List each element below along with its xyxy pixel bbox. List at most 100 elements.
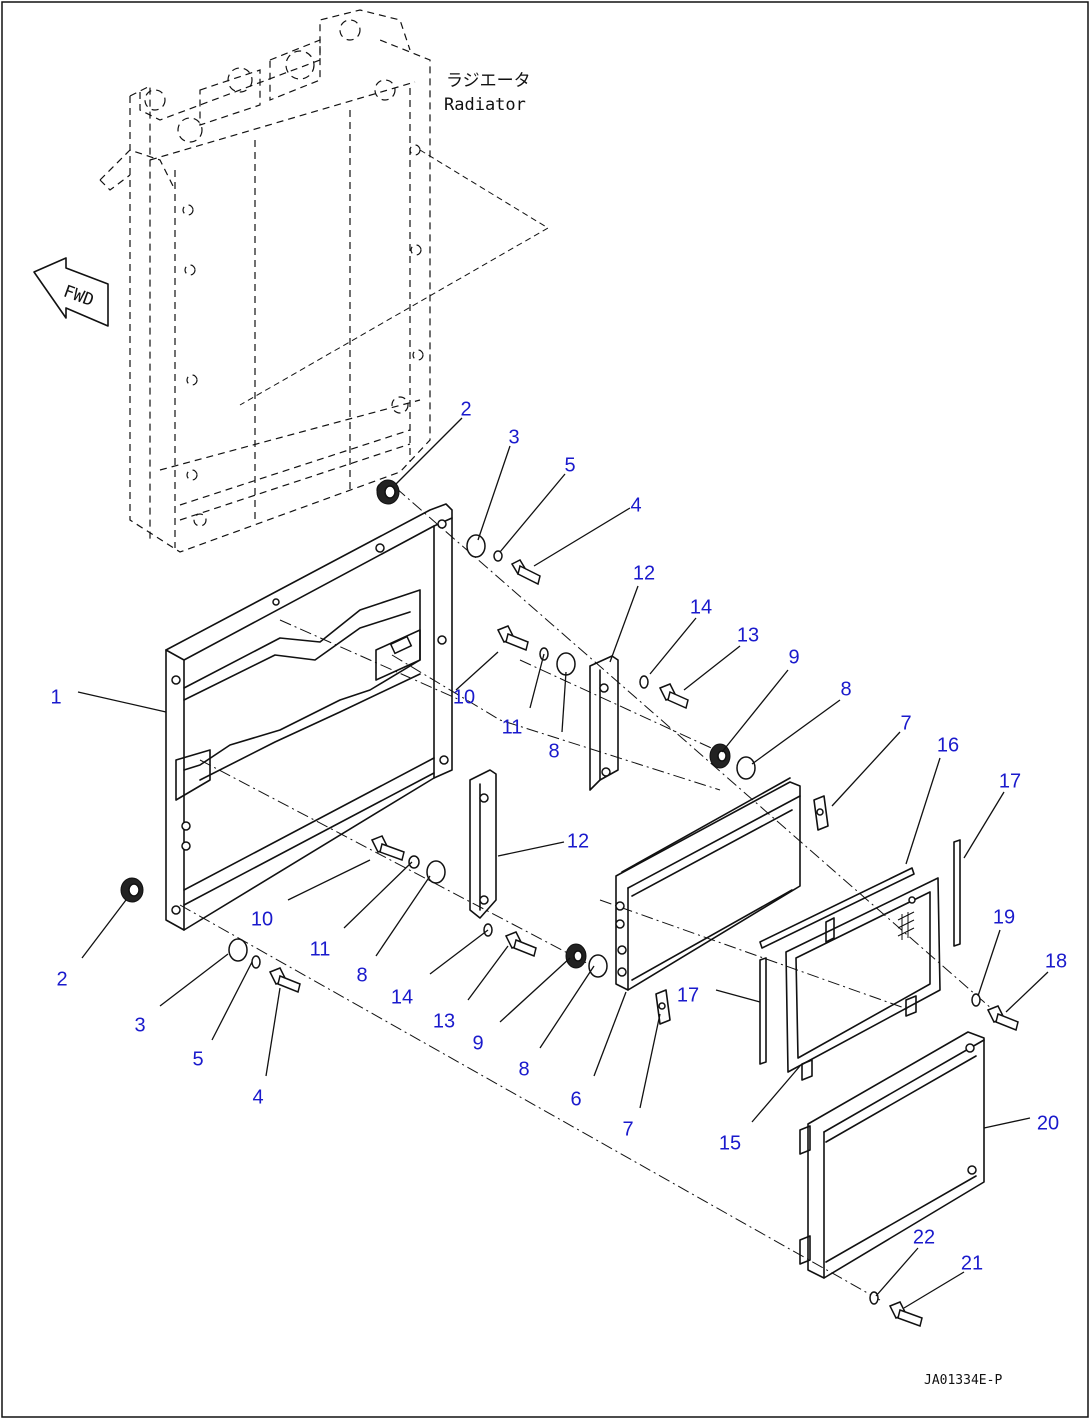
- bolt-top: [510, 559, 541, 586]
- callout-leader-21: [903, 1271, 965, 1309]
- callout-number-2: 2: [56, 968, 67, 990]
- callout-number-12: 12: [633, 562, 655, 584]
- lock-washer-bottom-left: [251, 955, 261, 969]
- callout-leader-5: [499, 473, 566, 553]
- callout-number-6: 6: [570, 1088, 581, 1110]
- callout-number-19: 19: [993, 906, 1015, 928]
- callout-leader-7: [639, 1013, 661, 1109]
- washer-top: [466, 534, 486, 558]
- lock-washer-top: [493, 550, 503, 562]
- callout-number-11: 11: [502, 716, 523, 738]
- callout-number-1: 1: [50, 686, 61, 708]
- callout-leader-10: [455, 651, 499, 691]
- cooler-core: [799, 1031, 985, 1279]
- lock-washer-mid-lower: [408, 855, 420, 869]
- part-callouts: 2354121413981011817161712101181413982354…: [50, 398, 1067, 1309]
- callout-leader-3: [159, 953, 229, 1007]
- callout-leader-12: [497, 841, 565, 857]
- callout-number-4: 4: [252, 1086, 263, 1108]
- callout-leader-16: [905, 757, 941, 865]
- washer-mid-lower: [426, 860, 446, 884]
- callout-leader-18: [1005, 971, 1049, 1013]
- fwd-label: FWD: [61, 282, 97, 311]
- callout-leader-9: [499, 957, 571, 1023]
- bolt-mid-upper: [496, 625, 529, 652]
- washer-mid-upper: [556, 652, 576, 676]
- callout-leader-14: [429, 929, 489, 975]
- callout-number-14: 14: [391, 986, 413, 1008]
- rubber-mount-top: [376, 479, 400, 505]
- callout-number-13: 13: [737, 624, 759, 646]
- callout-leader-19: [977, 929, 1001, 997]
- callout-leader-8: [539, 965, 595, 1049]
- callout-number-8: 8: [840, 678, 851, 700]
- washer-lower: [588, 954, 608, 978]
- callout-number-5: 5: [192, 1048, 203, 1070]
- callout-number-4: 4: [630, 494, 641, 516]
- callout-number-11: 11: [310, 938, 331, 960]
- callout-leader-9: [721, 669, 789, 753]
- callout-leader-13: [683, 645, 741, 691]
- callout-number-15: 15: [719, 1132, 741, 1154]
- screen-frame: [785, 877, 941, 1081]
- callout-leader-8: [375, 875, 431, 957]
- callout-number-21: 21: [961, 1252, 983, 1274]
- callout-leader-5: [211, 961, 253, 1041]
- callout-leader-20: [983, 1117, 1031, 1129]
- callout-number-7: 7: [900, 712, 911, 734]
- lock-washer-bottom-right: [869, 1291, 879, 1305]
- side-seal-right: [953, 839, 961, 947]
- side-seal-left: [759, 957, 767, 1065]
- callout-leader-1: [77, 691, 167, 713]
- callout-number-10: 10: [251, 908, 273, 930]
- bolt-bottom-right: [888, 1301, 923, 1327]
- fwd-arrow-icon: FWD: [33, 257, 109, 327]
- callout-number-10: 10: [453, 686, 475, 708]
- assembly-centerlines: [179, 487, 1001, 1301]
- callout-leader-22: [875, 1247, 919, 1297]
- callout-leader-7: [831, 731, 901, 807]
- callout-number-22: 22: [913, 1226, 935, 1248]
- callout-number-9: 9: [472, 1032, 483, 1054]
- support-bracket-upper: [589, 655, 619, 791]
- condenser-core: [615, 777, 801, 991]
- callout-number-17: 17: [999, 770, 1021, 792]
- washer-right: [736, 756, 756, 780]
- callout-leader-2: [395, 417, 463, 485]
- callout-number-3: 3: [134, 1014, 145, 1036]
- callout-number-8: 8: [548, 740, 559, 762]
- net-seal-strip: [759, 867, 915, 949]
- callout-leader-4: [265, 987, 281, 1077]
- callout-leader-10: [287, 859, 371, 901]
- bolt-upper-right: [658, 683, 689, 710]
- bolt-bottom-left: [268, 967, 301, 994]
- figure-code: JA01334E-P: [924, 1373, 1002, 1388]
- callout-leader-8: [561, 671, 567, 733]
- bolt-mid-lower: [370, 835, 405, 861]
- callout-leader-17: [963, 791, 1005, 859]
- callout-leader-8: [751, 699, 841, 765]
- callout-leader-4: [533, 507, 631, 567]
- callout-number-17: 17: [677, 984, 699, 1006]
- radiator-outline: [99, 9, 549, 553]
- washer-bottom-left: [228, 938, 248, 962]
- bolt-lower: [504, 931, 537, 958]
- rubber-mount-lower: [565, 943, 587, 969]
- support-bracket-lower: [469, 769, 497, 919]
- callout-number-2: 2: [460, 398, 471, 420]
- radiator-label-en: Radiator: [444, 95, 526, 115]
- lock-washer-right: [971, 993, 981, 1007]
- callout-leader-11: [529, 653, 545, 709]
- callout-leader-3: [477, 445, 511, 541]
- callout-number-14: 14: [690, 596, 712, 618]
- callout-leader-15: [751, 1065, 801, 1123]
- callout-number-9: 9: [788, 646, 799, 668]
- callout-number-5: 5: [564, 454, 575, 476]
- callout-number-8: 8: [356, 964, 367, 986]
- callout-leader-14: [649, 617, 697, 675]
- bolt-right: [986, 1005, 1019, 1032]
- callout-number-12: 12: [567, 830, 589, 852]
- rubber-mount-bottom-left: [120, 877, 144, 903]
